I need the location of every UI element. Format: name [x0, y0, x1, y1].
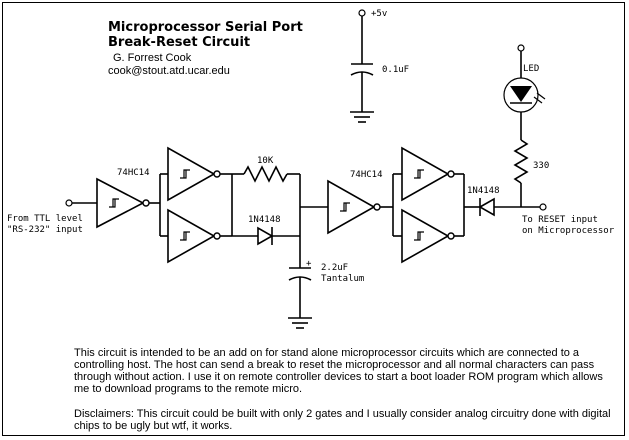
resistor-10k [243, 165, 288, 183]
inverter-gate-6 [401, 208, 455, 264]
input-terminal [65, 199, 73, 207]
bypass-cap-label: 0.1uF [382, 65, 409, 75]
output-terminal [539, 203, 547, 211]
diode-1 [257, 226, 274, 246]
tantalum-cap-value: 2.2uF [321, 263, 348, 273]
author-name: G. Forrest Cook [113, 52, 192, 64]
inverter-gate-5 [401, 146, 455, 202]
chip-label-1: 74HC14 [117, 168, 150, 178]
title-line-2: Break-Reset Circuit [108, 35, 250, 50]
diode-1-label: 1N4148 [248, 215, 281, 225]
cap-plus-sign: + [306, 259, 312, 269]
resistor-330 [513, 139, 529, 198]
resistor-330-label: 330 [533, 161, 549, 171]
disclaimer-text: Disclaimers: This circuit could be built… [74, 408, 611, 432]
input-label-line-1: From TTL level [7, 214, 83, 224]
resistor-10k-label: 10K [257, 156, 274, 166]
led [503, 44, 546, 140]
description-text: This circuit is intended to be an add on… [74, 347, 603, 395]
inverter-gate-4 [327, 179, 381, 235]
supply-bypass-cap [350, 9, 374, 123]
diode-2 [478, 197, 495, 217]
diagram-border [2, 2, 625, 436]
input-label-line-2: "RS-232" input [7, 225, 83, 235]
output-label-line-2: on Microprocessor [522, 226, 615, 236]
led-label: LED [523, 64, 539, 74]
diode-2-label: 1N4148 [467, 186, 500, 196]
inverter-gate-1 [96, 177, 150, 229]
author-email: cook@stout.atd.ucar.edu [108, 65, 230, 77]
output-label-line-1: To RESET input [522, 215, 598, 225]
title-line-1: Microprocessor Serial Port [108, 20, 303, 35]
inverter-gate-2 [167, 146, 221, 202]
chip-label-2: 74HC14 [350, 170, 383, 180]
tantalum-cap-type: Tantalum [321, 274, 364, 284]
tantalum-capacitor [288, 267, 312, 329]
supply-label: +5v [371, 9, 387, 19]
inverter-gate-3 [167, 208, 221, 264]
